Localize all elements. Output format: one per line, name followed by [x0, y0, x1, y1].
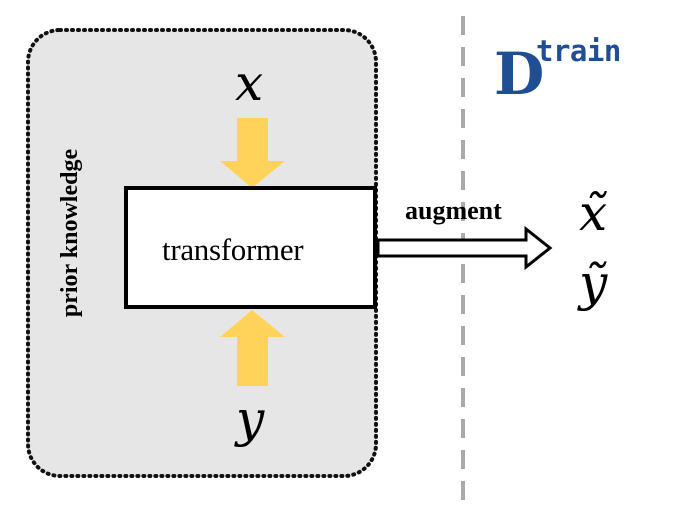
transformer-label: transformer: [162, 232, 304, 267]
input-x-label: x: [235, 54, 264, 112]
input-y-label: y: [236, 390, 265, 448]
augmented-y-label: ỹ: [579, 254, 608, 312]
augment-arrow-icon: [376, 225, 553, 271]
downward-input-arrow-icon: [220, 118, 285, 188]
transformer-box: [124, 186, 377, 309]
upward-input-arrow-icon: [220, 310, 285, 386]
prior-knowledge-label: prior knowledge: [57, 148, 83, 318]
augment-label: augment: [405, 196, 502, 225]
dataset-superscript: train: [536, 34, 621, 68]
dataset-main-letter: D: [494, 40, 545, 108]
augmented-x-label: x̃: [579, 184, 608, 242]
